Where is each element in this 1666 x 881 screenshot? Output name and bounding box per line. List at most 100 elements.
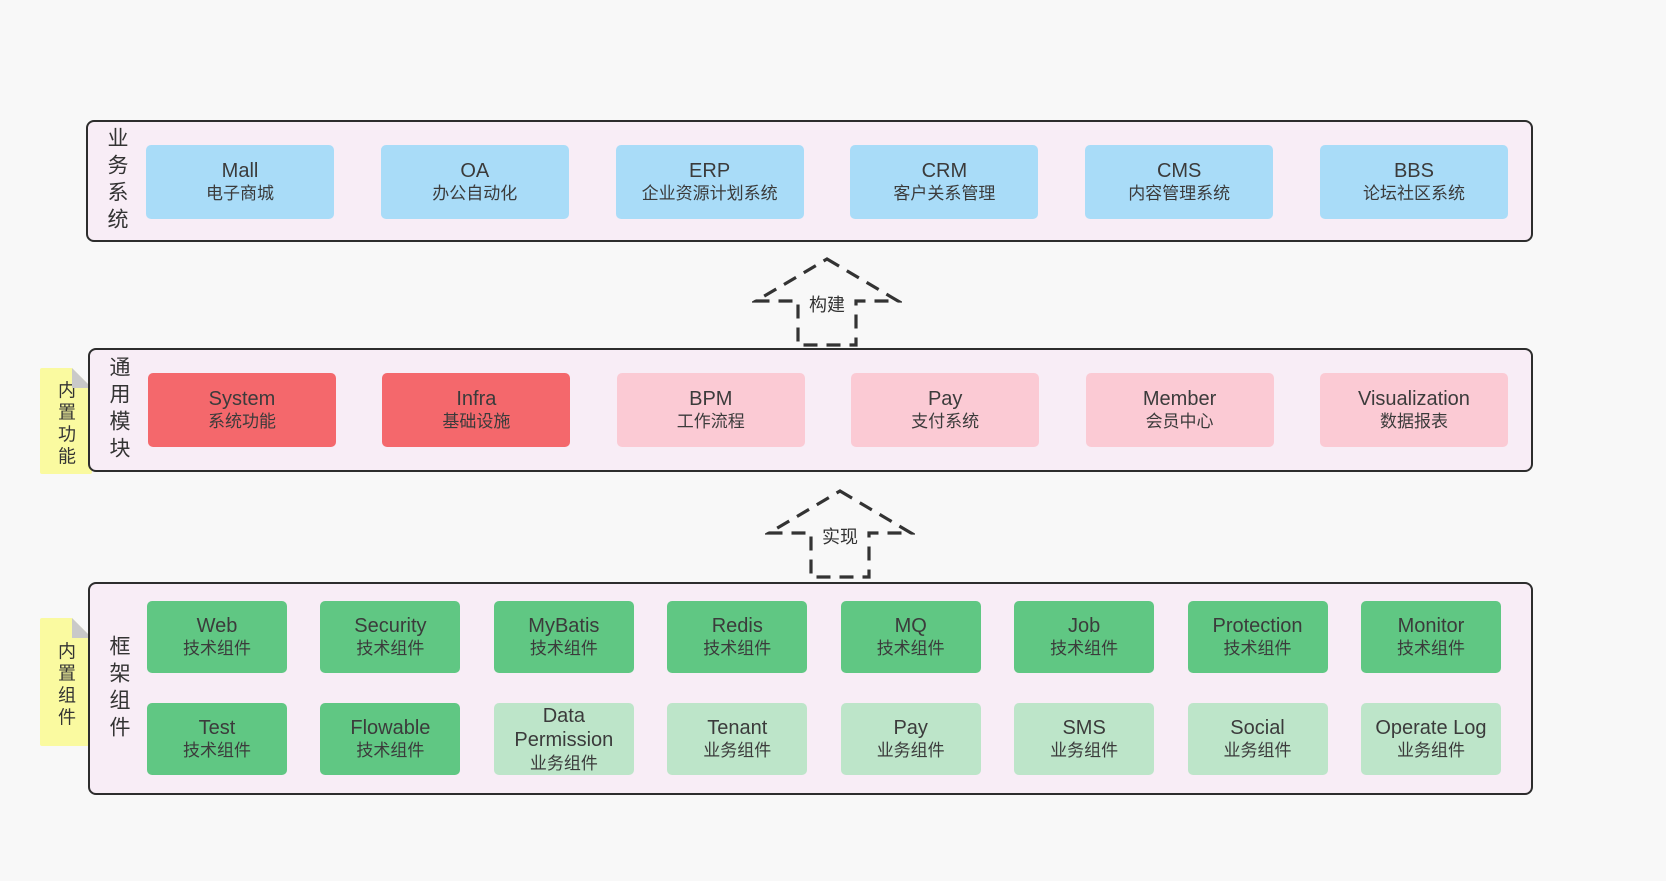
box-subtitle: 系统功能 [208,412,276,432]
box-title: Visualization [1357,387,1470,410]
box-subtitle: 业务组件 [1223,741,1292,761]
box-title: Security [354,614,427,637]
box-subtitle: 业务组件 [703,741,772,761]
box-subtitle: 技术组件 [1396,639,1465,659]
box-title: Social [1230,716,1285,739]
box-subtitle: 电子商城 [206,184,274,204]
box-title: Operate Log [1375,716,1487,739]
box-title: MyBatis [528,614,600,637]
box-title: Mall [221,159,259,182]
implement-arrow-icon: 实现 [765,489,915,579]
box-title: Member [1142,387,1217,410]
box-subtitle: 客户关系管理 [893,184,996,204]
box-title: System [208,387,276,410]
box-subtitle: 办公自动化 [432,184,518,204]
box-subtitle: 会员中心 [1145,412,1214,432]
box-title: Protection [1212,614,1303,637]
box-title: BPM [689,387,733,410]
sticky-note-label: 内置组件 [56,641,76,730]
build-arrow-icon: 构建 [752,257,902,347]
panel-label-business-systems: 业务系统 [105,127,128,235]
box-subtitle: 技术组件 [1223,639,1292,659]
box-title: Job [1067,614,1101,637]
panel-label-common-modules: 通用模块 [107,356,130,464]
build-arrow-label: 构建 [809,295,845,315]
box-title: Web [196,614,238,637]
box-subtitle: 支付系统 [911,412,980,432]
box-title: Data Permission [514,704,614,752]
box-subtitle: 基础设施 [442,412,511,432]
box-subtitle: 技术组件 [529,639,598,659]
box-title: Infra [456,387,497,410]
box-title: CMS [1156,159,1202,182]
sticky-note-built-in-features: 内置功能 [40,368,92,474]
folded-corner-icon [72,368,92,388]
box-subtitle: 技术组件 [876,639,945,659]
box-subtitle: 业务组件 [1050,741,1119,761]
box-subtitle: 论坛社区系统 [1362,184,1465,204]
box-subtitle: 技术组件 [356,741,425,761]
panel-label-framework-components: 框架组件 [107,634,130,743]
box-title: ERP [689,159,731,182]
box-title: SMS [1062,716,1106,739]
box-title: Pay [893,716,928,739]
box-title: MQ [894,614,927,637]
box-subtitle: 业务组件 [529,753,598,773]
box-title: Redis [711,614,763,637]
box-title: OA [460,159,490,182]
box-title: Test [198,716,236,739]
box-subtitle: 企业资源计划系统 [641,184,778,204]
box-title: CRM [921,159,968,182]
folded-corner-icon [72,618,92,638]
box-subtitle: 工作流程 [676,412,745,432]
box-subtitle: 内容管理系统 [1128,184,1231,204]
box-title: BBS [1393,159,1434,182]
box-subtitle: 数据报表 [1379,412,1448,432]
box-subtitle: 技术组件 [1050,639,1119,659]
sticky-note-built-in-components: 内置组件 [40,618,92,746]
box-subtitle: 技术组件 [183,639,251,659]
box-subtitle: 技术组件 [183,741,251,761]
box-title: Monitor [1397,614,1465,637]
box-title: Tenant [707,716,768,739]
implement-arrow-label: 实现 [822,527,858,547]
box-title: Pay [927,387,963,410]
box-subtitle: 业务组件 [1396,741,1465,761]
box-title: Flowable [350,716,431,739]
